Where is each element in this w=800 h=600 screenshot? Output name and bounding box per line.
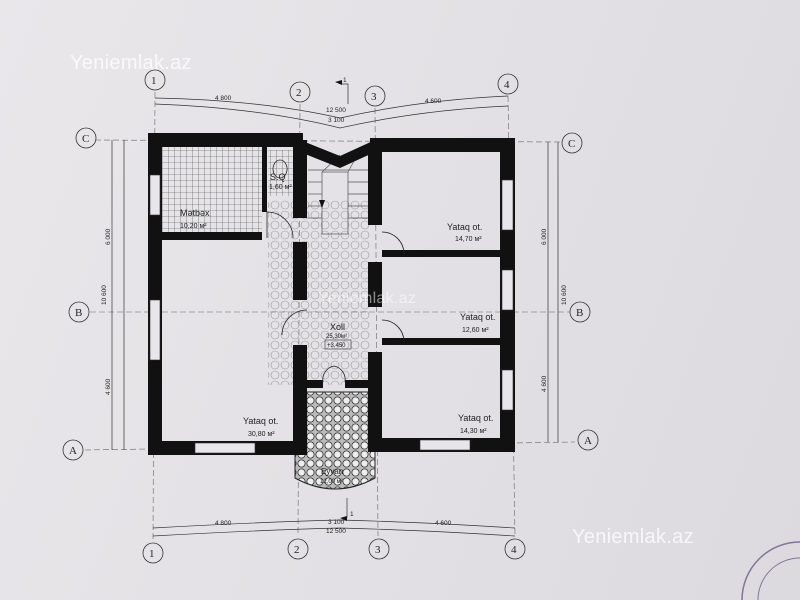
- doors: [266, 159, 405, 383]
- dim-bottom-1-2: 4 800: [215, 520, 232, 527]
- bathroom-floor: [268, 150, 294, 196]
- dim-top-1-2: 4 800: [215, 95, 232, 102]
- room-area-bedroom-2: 12,60 м²: [462, 327, 489, 334]
- dim-left-b-a: 4 600: [105, 378, 112, 395]
- dim-top-3-4: 4 600: [425, 98, 442, 105]
- dim-top-total: 12 500: [326, 107, 346, 114]
- room-name-balcony: Eyvan: [321, 467, 343, 476]
- axis-label-4-top: 4: [504, 79, 510, 91]
- axis-label-3-bottom: 3: [375, 544, 381, 556]
- dim-bottom-2-3: 3 100: [328, 519, 345, 526]
- stair-arrow-icon: [319, 200, 325, 208]
- room-area-bedroom-1: 14,70 м²: [455, 236, 482, 243]
- room-area-kitchen: 10,20 м²: [180, 223, 207, 230]
- dim-top-2-3: 3 100: [328, 117, 345, 124]
- room-area-bathroom: 1,60 м²: [269, 184, 292, 191]
- dim-bottom-total: 12 500: [326, 528, 346, 535]
- room-area-hall: 25,30м²: [326, 334, 347, 340]
- room-name-bedroom-1: Yataq ot.: [447, 222, 482, 232]
- hall-floor: [268, 200, 370, 385]
- axis-label-b-right: B: [576, 307, 583, 319]
- dim-right-b-a: 4 600: [541, 375, 548, 392]
- room-name-hall: Xoll: [330, 322, 345, 332]
- kitchen-floor: [162, 147, 262, 235]
- dim-right-c-b: 6 000: [541, 228, 548, 245]
- section-marker-bottom: 1: [340, 498, 354, 521]
- room-name-bedroom-3: Yataq ot.: [243, 416, 278, 426]
- axis-label-1-bottom: 1: [149, 548, 155, 560]
- axis-label-2-top: 2: [296, 87, 302, 99]
- axis-label-a-right: A: [584, 435, 592, 447]
- watermark-bottom: Yeniemlak.az: [572, 526, 694, 548]
- dim-right-total: 10 600: [561, 285, 568, 305]
- dim-left-total: 10 600: [101, 285, 108, 305]
- hall-level: +3,450: [327, 343, 346, 349]
- watermark-center: Yeniemlak.az: [318, 290, 417, 307]
- room-name-bedroom-4: Yataq ot.: [458, 413, 493, 423]
- axis-label-a-left: A: [69, 445, 77, 457]
- level-box: [324, 339, 352, 350]
- watermark-top: Yeniemlak.az: [70, 52, 192, 74]
- axis-bubbles: [62, 69, 599, 564]
- axis-label-c-left: C: [82, 133, 89, 145]
- windows: [149, 174, 514, 454]
- room-area-bedroom-4: 14,30 м²: [460, 428, 487, 435]
- svg-text:1: 1: [350, 511, 354, 518]
- room-area-bedroom-3: 30,80 м²: [248, 431, 275, 438]
- dimension-lines: [111, 95, 559, 537]
- room-area-balcony: 12,00 м²: [320, 479, 343, 485]
- axis-label-3-top: 3: [371, 91, 377, 103]
- dim-left-c-b: 6 000: [105, 228, 112, 245]
- balcony-floor: [294, 391, 376, 490]
- axis-label-b-left: B: [75, 307, 82, 319]
- axis-label-4-bottom: 4: [511, 544, 517, 556]
- svg-text:1: 1: [343, 77, 347, 84]
- room-name-bathroom: S.Q: [270, 172, 286, 182]
- room-name-kitchen: Mətbəx: [180, 208, 210, 218]
- axis-label-1-top: 1: [151, 75, 157, 87]
- section-marker-top: 1: [335, 77, 349, 104]
- axis-label-c-right: C: [568, 138, 575, 150]
- room-name-bedroom-2: Yataq ot.: [460, 312, 495, 322]
- dim-bottom-3-4: 4 600: [435, 520, 452, 527]
- stamp: [741, 541, 800, 600]
- axis-label-2-bottom: 2: [294, 544, 300, 556]
